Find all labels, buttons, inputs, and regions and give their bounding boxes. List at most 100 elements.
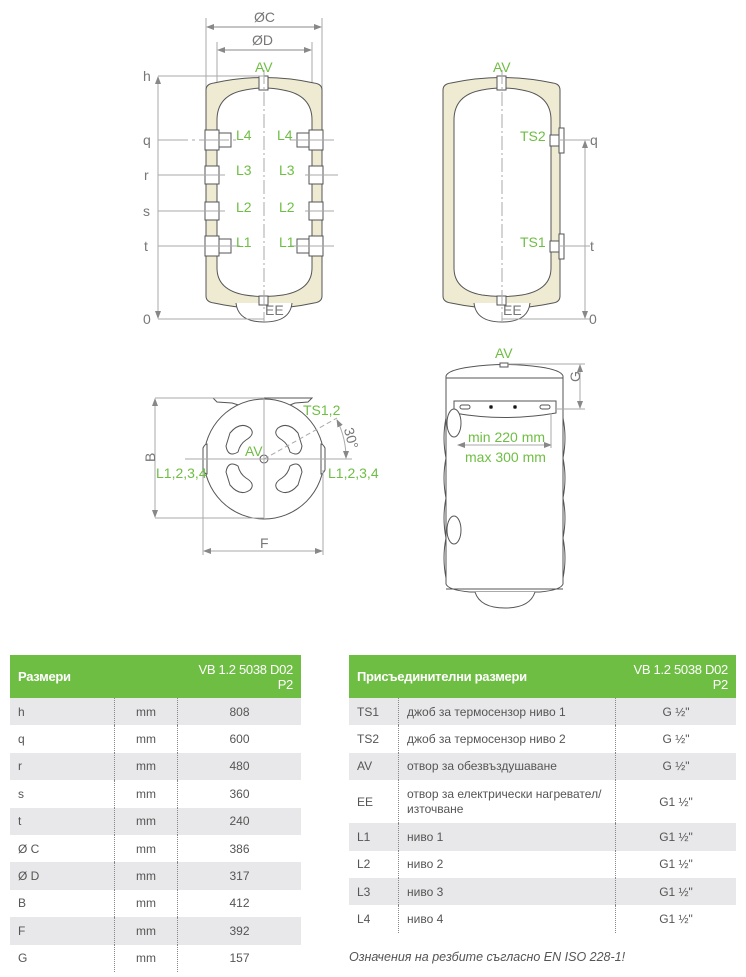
side-label-t: t <box>590 238 594 254</box>
label-l1-left: L1 <box>236 234 252 250</box>
row-description: отвор за обезвъздушаване <box>398 752 616 781</box>
row-name: B <box>18 896 27 911</box>
label-b: B <box>142 453 158 462</box>
row-unit: mm <box>114 917 178 945</box>
row-value: 360 <box>177 780 301 808</box>
row-description: ниво 1 <box>398 823 616 851</box>
side-label-q: q <box>590 132 598 148</box>
row-description: ниво 2 <box>398 850 616 878</box>
label-ts1: TS1 <box>520 234 546 250</box>
row-name: h <box>10 698 115 726</box>
label-r: r <box>144 167 149 183</box>
row-unit: mm <box>114 780 178 808</box>
row-value: G ½" <box>615 698 736 726</box>
side-label-zero: 0 <box>589 311 597 327</box>
row-value: G1 ½" <box>615 850 736 878</box>
row-unit: mm <box>114 834 178 863</box>
dimensions-model: VB 1.2 5038 D02 P2 <box>177 655 301 698</box>
row-unit: mm <box>114 889 178 918</box>
label-s: s <box>143 203 150 219</box>
connections-table: Присъединителни размери VB 1.2 5038 D02 … <box>349 655 736 933</box>
technical-drawings: ØC ØD AV EE h q r s t 0 L4 L3 L2 L1 L4 L… <box>142 9 598 609</box>
row-unit: mm <box>114 752 178 781</box>
side-label-ee: EE <box>503 302 522 318</box>
row-value: 392 <box>177 917 301 945</box>
row-name: EE <box>357 794 374 809</box>
row-name: Ø D <box>10 862 115 890</box>
row-value: G1 ½" <box>615 905 736 933</box>
label-l4-left: L4 <box>236 127 252 143</box>
row-value: G1 ½" <box>615 780 736 824</box>
label-l3-right: L3 <box>279 162 295 178</box>
label-l1-right: L1 <box>279 234 295 250</box>
label-l2-right: L2 <box>279 199 295 215</box>
row-value: 600 <box>177 725 301 753</box>
row-name: q <box>18 732 25 747</box>
row-name: G <box>18 951 28 966</box>
row-unit: mm <box>114 725 178 753</box>
back-label-av: AV <box>495 345 513 361</box>
row-name: L1 <box>349 823 399 851</box>
row-value: 386 <box>177 834 301 863</box>
label-f: F <box>260 535 269 551</box>
label-l4-right: L4 <box>277 127 293 143</box>
front-view <box>155 18 338 323</box>
row-name: AV <box>349 752 399 781</box>
row-unit: mm <box>114 944 178 972</box>
label-t: t <box>144 238 148 254</box>
label-max: max 300 mm <box>465 449 546 465</box>
label-ts2: TS2 <box>520 128 546 144</box>
row-name: L4 <box>357 912 371 927</box>
connections-header: Присъединителни размери <box>349 655 616 698</box>
row-name: s <box>18 786 24 801</box>
label-l-right: L1,2,3,4 <box>328 465 379 481</box>
label-dia-c: ØC <box>254 9 275 25</box>
dimensions-header: Размери <box>10 655 178 698</box>
label-av: AV <box>255 59 273 75</box>
row-value: G1 ½" <box>615 877 736 906</box>
row-unit: mm <box>114 698 178 726</box>
row-name: Ø C <box>18 841 40 856</box>
label-h: h <box>143 68 151 84</box>
row-description: джоб за термосензор ниво 2 <box>398 725 616 753</box>
row-name: L2 <box>357 857 371 872</box>
label-zero: 0 <box>143 311 151 327</box>
label-g: G <box>567 371 583 382</box>
row-value: 240 <box>177 807 301 835</box>
top-view <box>152 397 352 555</box>
row-name: t <box>10 807 115 835</box>
row-value: 157 <box>177 944 301 972</box>
side-label-av: AV <box>493 59 511 75</box>
row-description: джоб за термосензор ниво 1 <box>398 698 616 726</box>
label-l2-left: L2 <box>236 199 252 215</box>
row-description: ниво 4 <box>398 905 616 933</box>
row-name: r <box>10 752 115 781</box>
row-description: ниво 3 <box>398 877 616 906</box>
row-value: G ½" <box>615 725 736 753</box>
back-view <box>443 362 585 609</box>
row-unit: mm <box>114 807 178 835</box>
thread-note: Означения на резбите съгласно EN ISO 228… <box>349 950 626 964</box>
row-name: F <box>10 917 115 945</box>
side-view <box>442 70 590 323</box>
label-l3-left: L3 <box>236 162 252 178</box>
label-ee: EE <box>265 302 284 318</box>
label-angle: 30° <box>341 426 362 451</box>
row-unit: mm <box>114 862 178 890</box>
row-value: 317 <box>177 862 301 890</box>
